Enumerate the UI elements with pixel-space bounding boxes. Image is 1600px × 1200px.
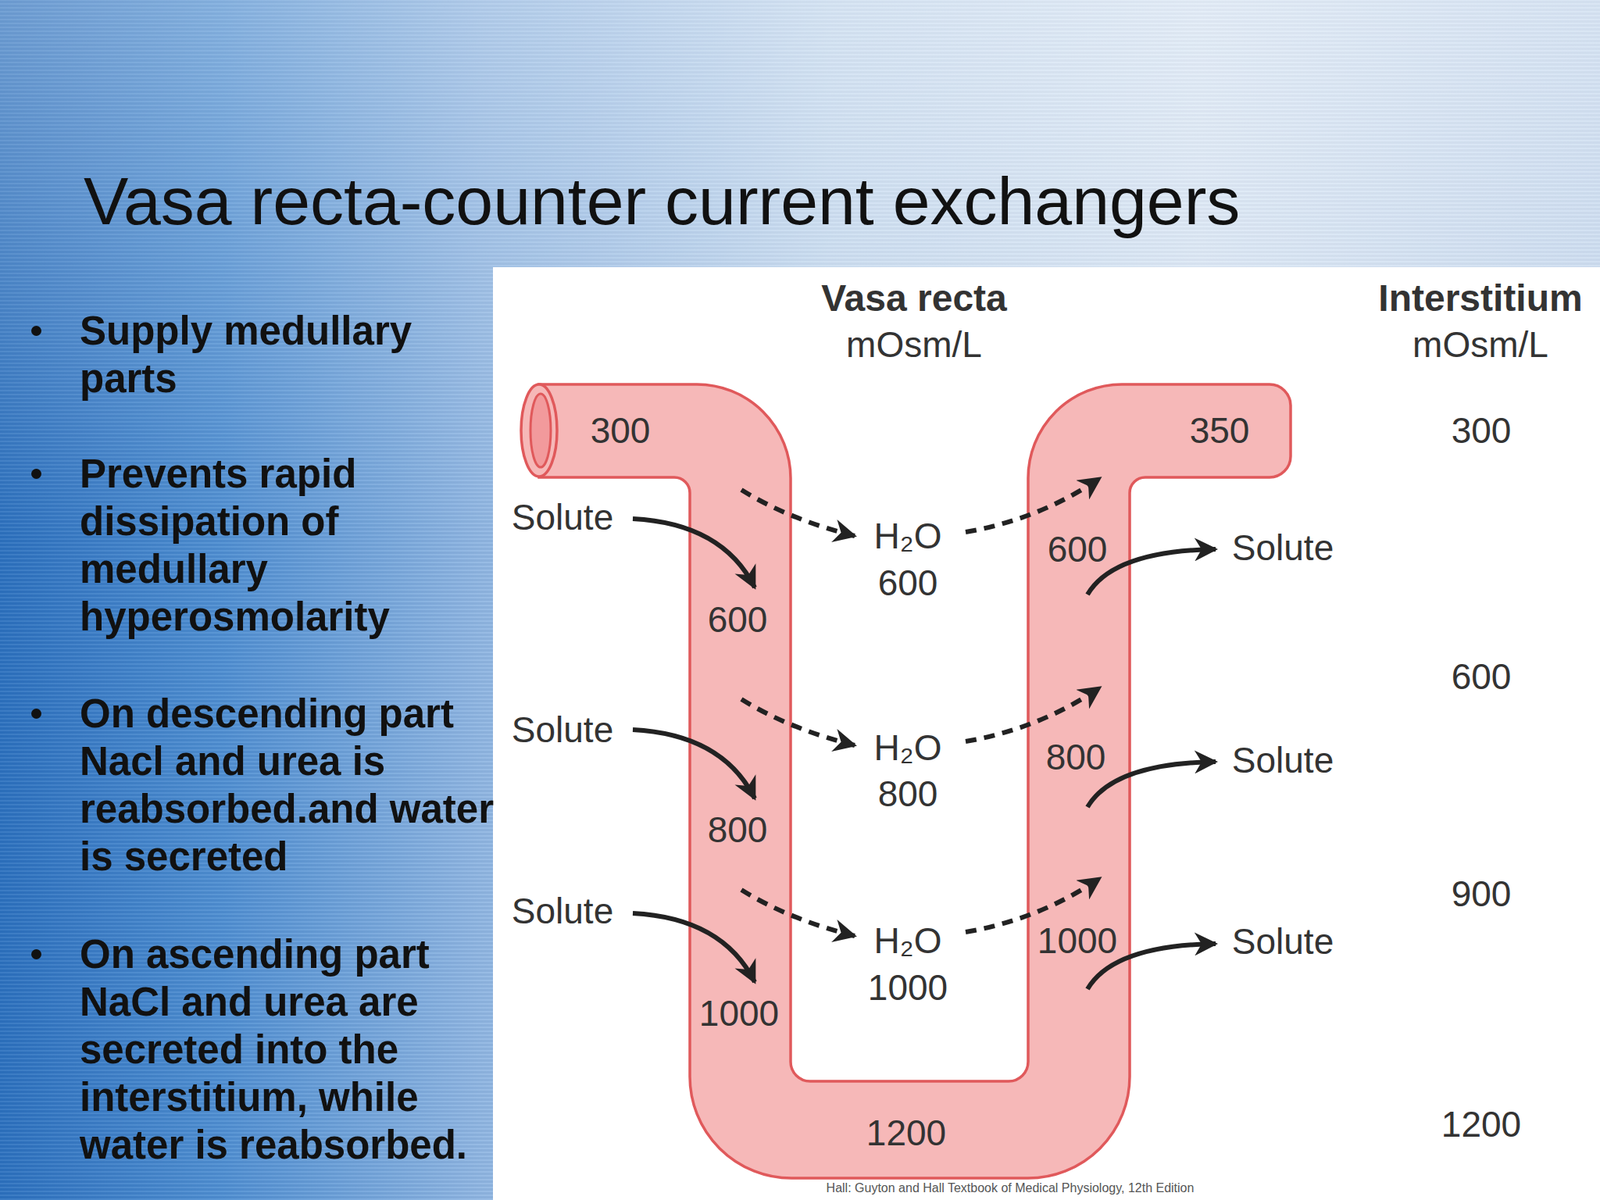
bullet-dot bbox=[31, 468, 42, 479]
osmolarity-value: 600 bbox=[707, 598, 768, 641]
column-header: Vasa recta bbox=[821, 276, 1008, 320]
bullet-text: On descending part Nacl and urea is reab… bbox=[79, 689, 506, 881]
unit-label: mOsm/L bbox=[1412, 323, 1549, 366]
osmolarity-value: 350 bbox=[1189, 409, 1250, 452]
osmolarity-value: 1000 bbox=[699, 992, 779, 1035]
tube-lumen bbox=[530, 393, 551, 468]
bullet-text: Prevents rapid dissipation of medullary … bbox=[79, 450, 506, 641]
osmolarity-value: 800 bbox=[1046, 735, 1107, 779]
bullet-dot bbox=[31, 708, 42, 719]
water-label: H₂O bbox=[874, 919, 943, 962]
water-out-arrow bbox=[741, 889, 855, 936]
column-header: Interstitium bbox=[1378, 276, 1583, 320]
solute-out-arrow bbox=[1087, 761, 1216, 808]
diagram-panel bbox=[492, 267, 1600, 1200]
osmolarity-value: 800 bbox=[878, 772, 939, 815]
bullet-dot bbox=[31, 325, 42, 336]
osmolarity-value: 900 bbox=[1451, 872, 1512, 915]
osmolarity-value: 1000 bbox=[867, 966, 948, 1009]
water-arrows bbox=[741, 478, 1100, 936]
water-in-arrow bbox=[965, 687, 1100, 742]
solute-arrows bbox=[632, 518, 1216, 990]
osmolarity-value: 600 bbox=[1451, 655, 1512, 698]
solute-label: Solute bbox=[1232, 739, 1334, 782]
vasa-recta-tube bbox=[539, 384, 1291, 1179]
solute-label: Solute bbox=[511, 889, 614, 933]
osmolarity-value: 1200 bbox=[866, 1111, 947, 1154]
osmolarity-value: 1000 bbox=[1037, 919, 1118, 962]
osmolarity-value: 800 bbox=[707, 808, 768, 851]
solute-label: Solute bbox=[1232, 920, 1334, 963]
osmolarity-value: 300 bbox=[590, 409, 651, 452]
osmolarity-value: 1200 bbox=[1441, 1103, 1522, 1146]
water-out-arrow bbox=[741, 489, 855, 536]
solute-label: Solute bbox=[511, 496, 614, 539]
tube-opening bbox=[521, 384, 558, 477]
slide-title: Vasa recta-counter current exchangers bbox=[83, 167, 1240, 235]
unit-label: mOsm/L bbox=[846, 323, 983, 366]
solute-label: Solute bbox=[1232, 526, 1334, 569]
water-out-arrow bbox=[741, 699, 855, 746]
osmolarity-value: 300 bbox=[1451, 409, 1512, 452]
solute-in-arrow bbox=[632, 518, 755, 588]
bullet-dot bbox=[31, 949, 42, 960]
water-label: H₂O bbox=[874, 514, 943, 558]
water-in-arrow bbox=[965, 478, 1100, 533]
solute-in-arrow bbox=[632, 729, 755, 799]
water-label: H₂O bbox=[874, 726, 943, 769]
solute-in-arrow bbox=[632, 913, 755, 983]
osmolarity-value: 600 bbox=[1047, 528, 1108, 571]
osmolarity-value: 600 bbox=[878, 561, 939, 604]
bullet-text: Supply medullary parts bbox=[79, 307, 506, 403]
solute-label: Solute bbox=[511, 708, 614, 751]
source-caption: Hall: Guyton and Hall Textbook of Medica… bbox=[826, 1181, 1195, 1196]
bullet-text: On ascending part NaCl and urea are secr… bbox=[79, 930, 506, 1169]
